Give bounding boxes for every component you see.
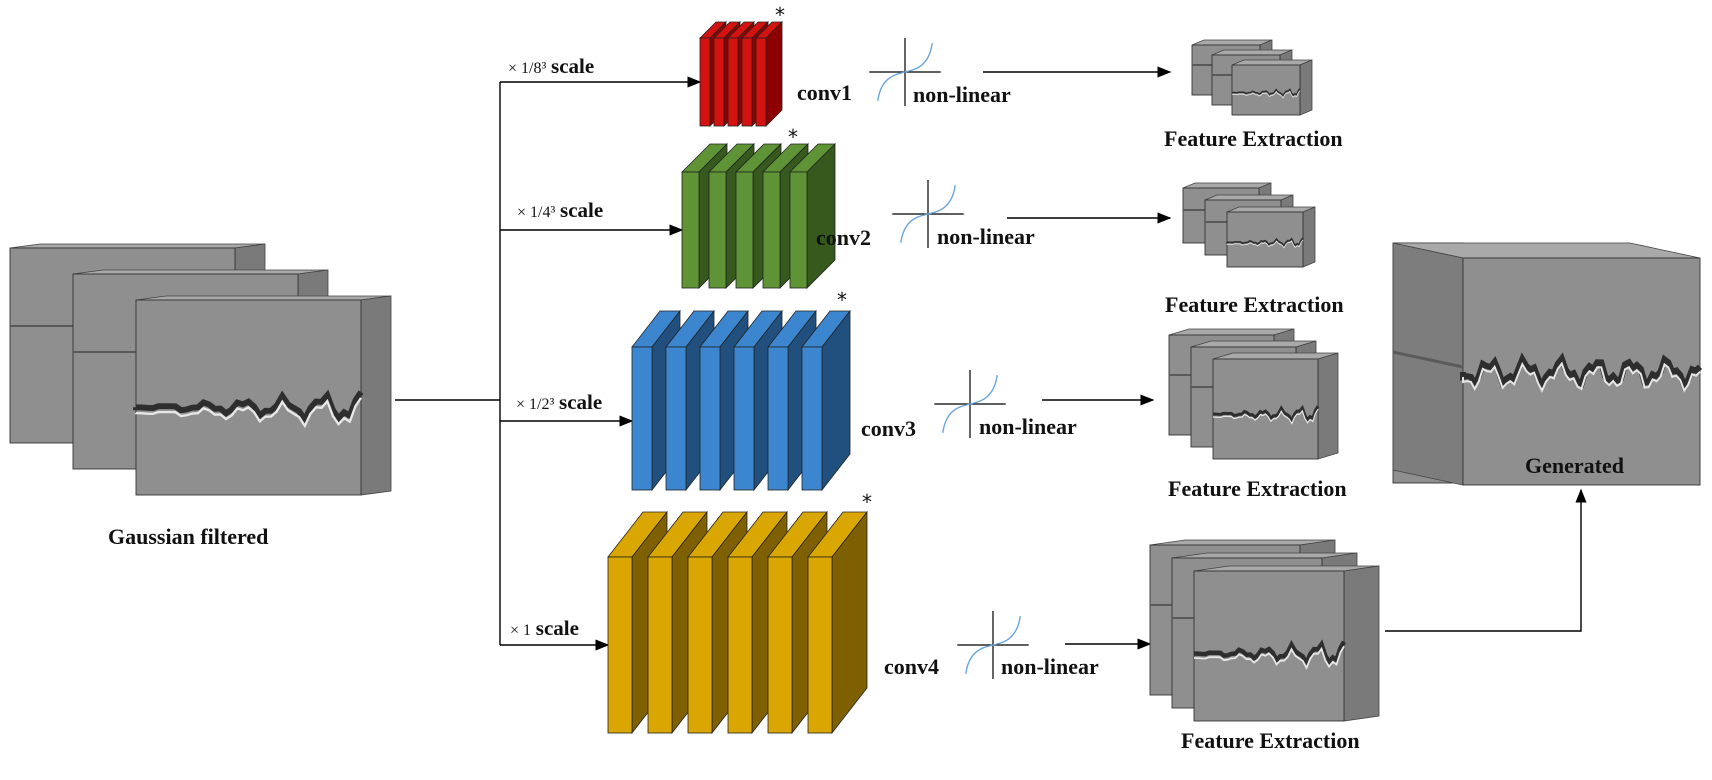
output-caption: Generated	[1525, 453, 1624, 478]
scale-label-3: × 1/2³ scale	[516, 390, 603, 414]
feature-volume-3-front	[1212, 352, 1339, 460]
feature-caption-4: Feature Extraction	[1181, 728, 1360, 753]
conv2-star: *	[788, 125, 798, 149]
conv3-filter-bank	[631, 309, 851, 492]
conv3-star: *	[837, 288, 847, 312]
conv3-filter-bank-slab-6	[801, 309, 851, 492]
scale-label-2: × 1/4³ scale	[517, 198, 604, 222]
conv2-filter-bank-slab-5	[789, 143, 836, 289]
conv4-star: *	[862, 490, 872, 514]
feature-volume-2-front	[1226, 206, 1316, 268]
conv4-label: conv4	[884, 654, 939, 679]
activation-icon-4	[957, 611, 1029, 679]
conv2-label: conv2	[816, 225, 871, 250]
feature-caption-2: Feature Extraction	[1165, 292, 1344, 317]
generated-volume	[1392, 242, 1703, 486]
activation-label-4: non-linear	[1001, 654, 1099, 679]
scale-label-1: × 1/8³ scale	[508, 54, 595, 78]
activation-label-3: non-linear	[979, 414, 1077, 439]
conv1-star: *	[775, 3, 785, 27]
scale-label-4: × 1 scale	[510, 616, 579, 640]
activation-icon-1	[869, 38, 941, 106]
input-volume-front	[133, 295, 392, 496]
output-arrow	[1385, 488, 1587, 632]
conv1-filter-bank-slab-5	[755, 21, 783, 127]
conv1-label: conv1	[797, 80, 852, 105]
input-caption: Gaussian filtered	[108, 524, 269, 549]
conv3-label: conv3	[861, 416, 916, 441]
feature-caption-1: Feature Extraction	[1164, 126, 1343, 151]
feature-volume-4-front	[1193, 565, 1380, 722]
feature-caption-3: Feature Extraction	[1168, 476, 1347, 501]
conv4-filter-bank	[607, 510, 868, 735]
activation-label-1: non-linear	[913, 82, 1011, 107]
conv1-filter-bank	[699, 21, 783, 127]
activation-icon-3	[934, 370, 1006, 438]
conv4-filter-bank-slab-6	[807, 510, 868, 735]
activation-label-2: non-linear	[937, 224, 1035, 249]
conv2-filter-bank	[681, 143, 836, 289]
feature-volume-1-front	[1231, 59, 1313, 116]
activation-icon-2	[892, 180, 964, 248]
